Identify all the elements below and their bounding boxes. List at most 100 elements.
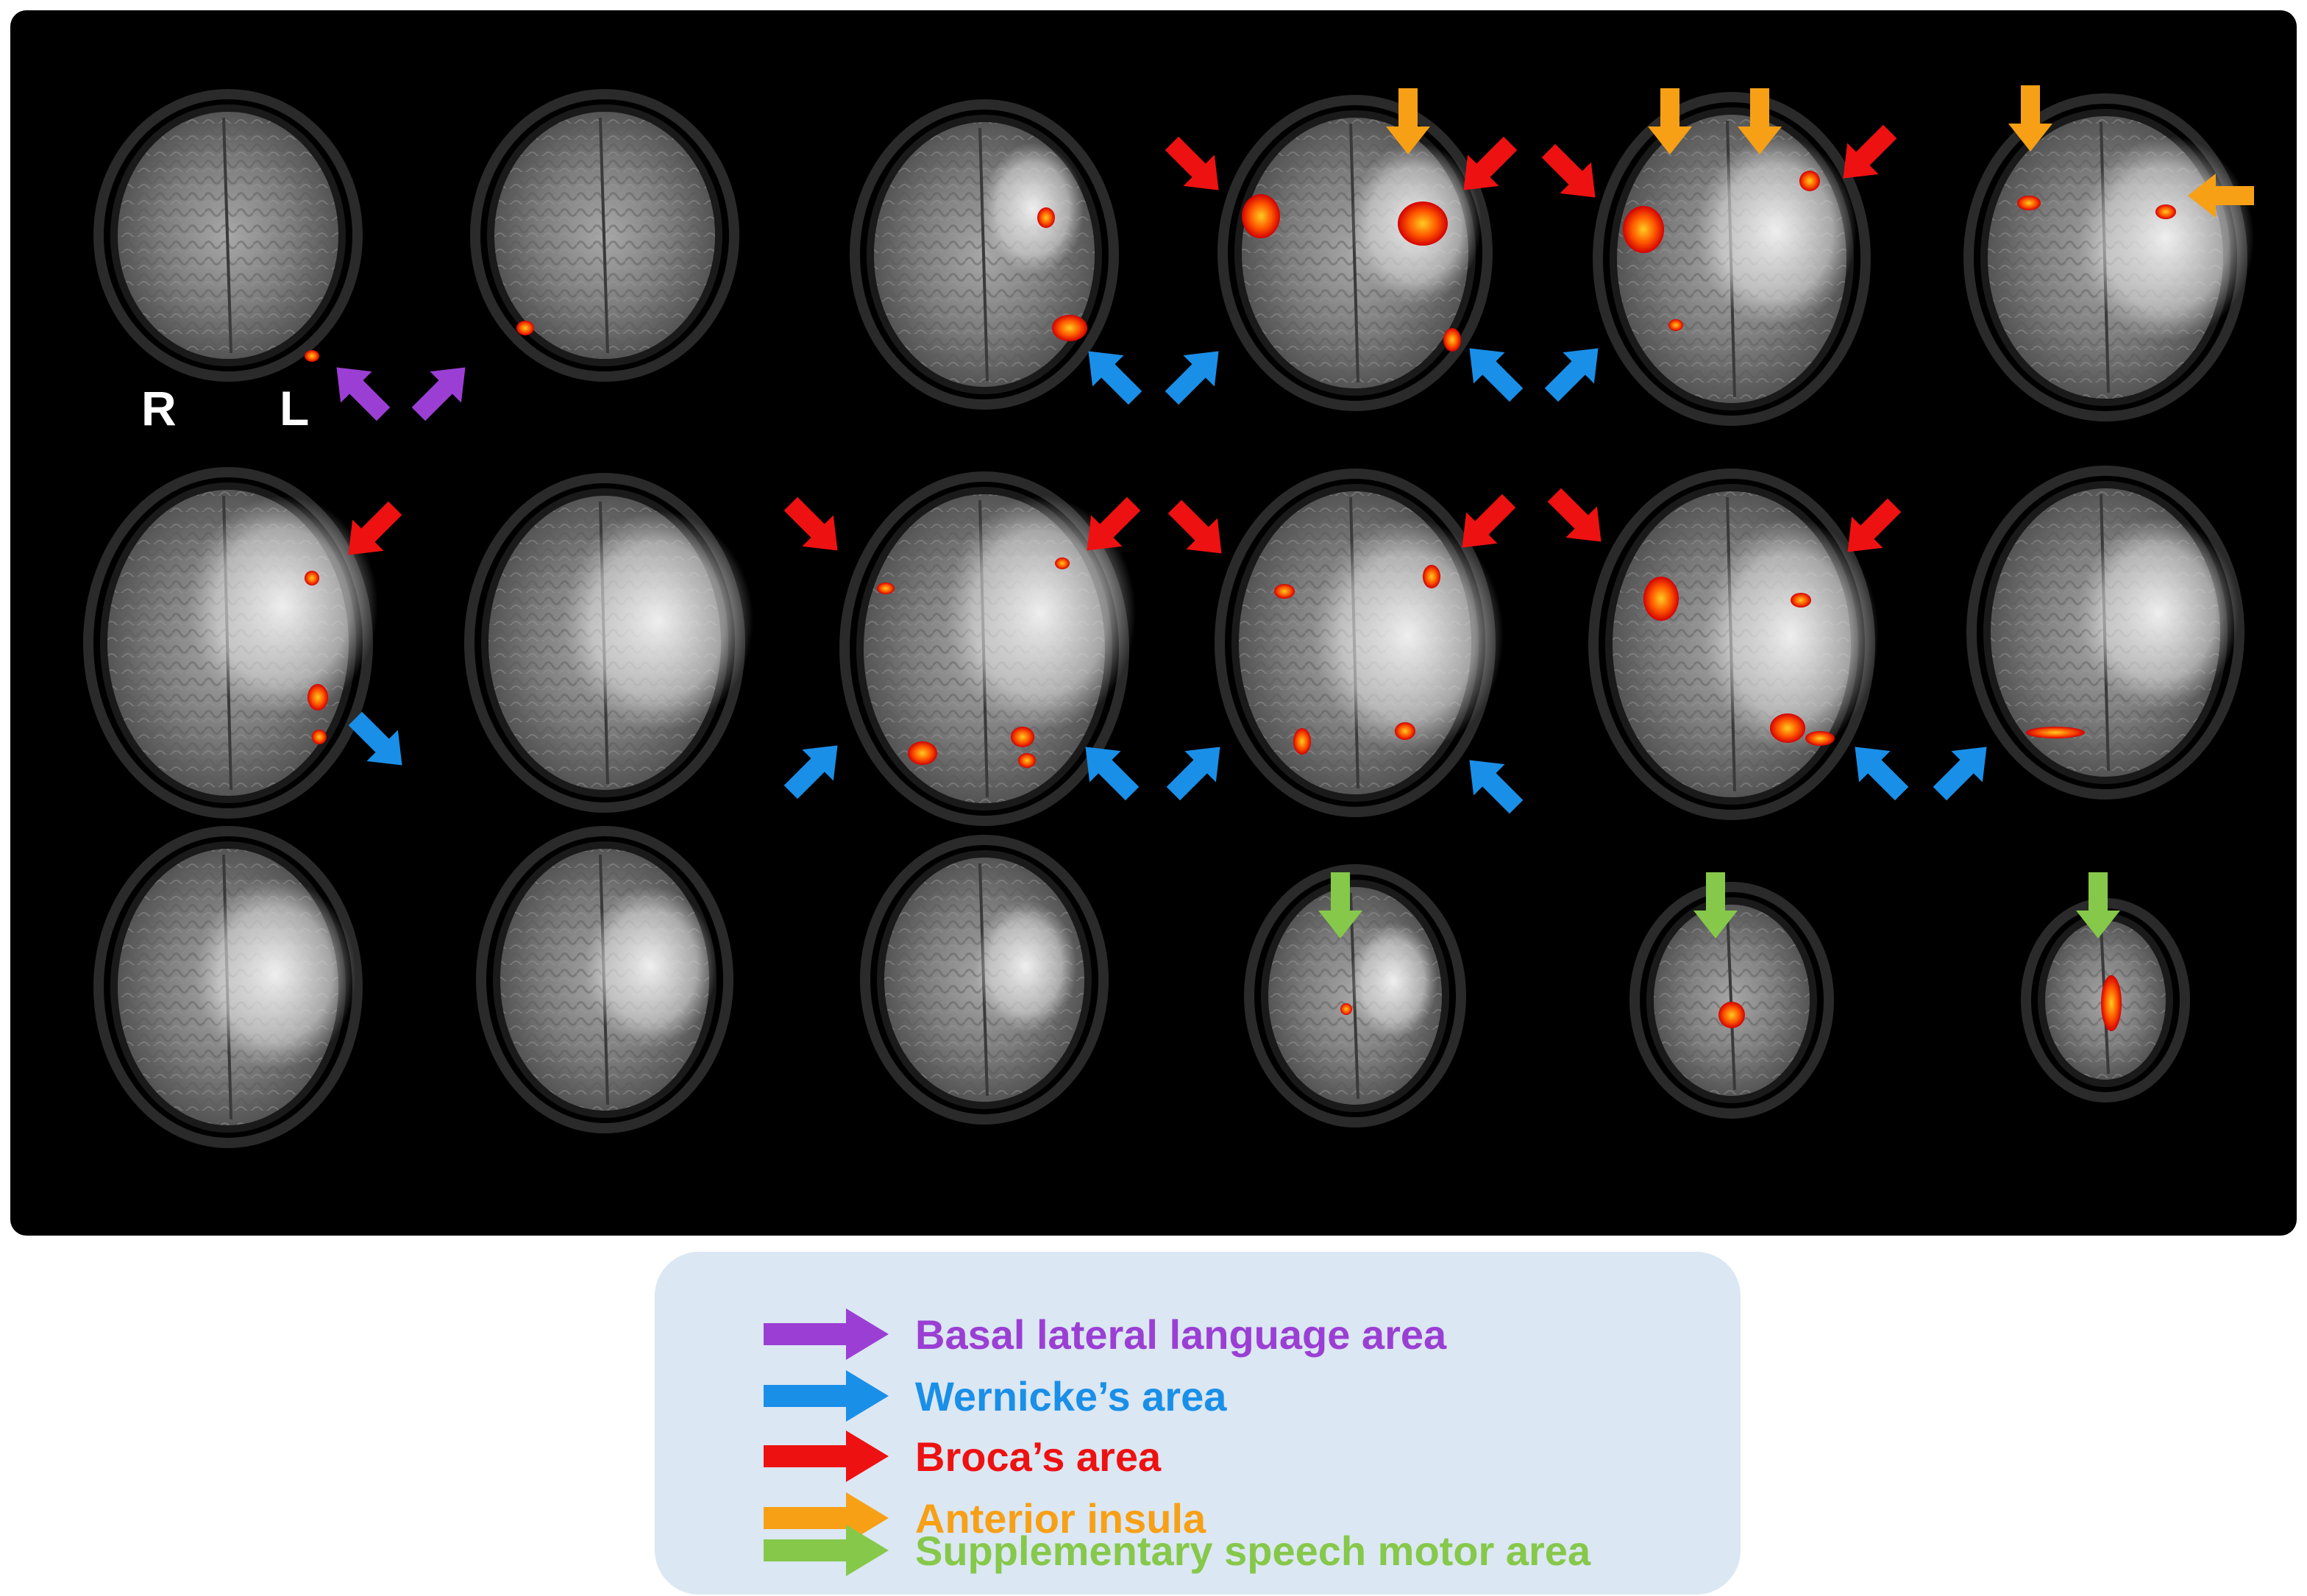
activation-blob (1643, 577, 1679, 621)
legend-item-supplementary-speech-motor-area: Supplementary speech motor area (764, 1521, 1590, 1580)
broca-arrow-icon (1843, 124, 1897, 179)
brain-slice-1 (93, 89, 363, 382)
brain-slice-11 (1588, 469, 1879, 820)
wernicke-arrow-icon (1165, 351, 1219, 405)
brain-slice-4 (1218, 95, 1493, 411)
legend-label-wernickes-area: Wernicke’s area (915, 1372, 1227, 1419)
brain-slice-5 (1593, 92, 1871, 426)
brain-slice-13 (93, 826, 363, 1148)
activation-blob (2026, 727, 2085, 738)
blue-arrow-icon (764, 1370, 889, 1422)
wernicke-arrow-icon (348, 711, 402, 766)
ssma-arrow-icon (2076, 872, 2120, 938)
brain-slice-17 (1629, 882, 1834, 1119)
green-arrow-icon (764, 1525, 889, 1576)
broca-arrow-icon (1547, 488, 1602, 542)
activation-blob (1293, 728, 1311, 755)
activation-blob (2155, 204, 2176, 219)
mri-figure-panel: R L (10, 10, 2297, 1236)
activation-blob (1443, 328, 1461, 352)
activation-blob (1340, 1003, 1352, 1015)
activation-blob (1423, 565, 1440, 588)
legend-item-basal-lateral-language-area: Basal lateral language area (764, 1305, 1446, 1364)
wernicke-arrow-icon (1933, 747, 1987, 801)
legend-item-wernickes-area: Wernicke’s area (764, 1367, 1226, 1425)
activation-blob (305, 571, 319, 585)
broca-arrow-icon (1847, 498, 1902, 552)
activation-blob (1011, 727, 1034, 747)
wernicke-arrow-icon (1544, 348, 1599, 402)
activation-blob (516, 321, 534, 335)
activation-blob (908, 741, 937, 765)
brain-slice-7 (83, 467, 378, 819)
legend-label-supplementary-speech-motor-area: Supplementary speech motor area (915, 1527, 1591, 1574)
red-arrow-icon (764, 1431, 889, 1482)
brain-slice-14 (476, 826, 733, 1133)
legend-item-brocas-area: Broca’s area (764, 1427, 1161, 1486)
activation-blob (2017, 196, 2041, 210)
activation-blob (1242, 194, 1280, 238)
broca-arrow-icon (1541, 143, 1596, 198)
activation-blob (1770, 713, 1805, 743)
activation-blob (1805, 731, 1835, 746)
insula-arrow-icon (2008, 85, 2052, 152)
brain-slice-12 (1966, 466, 2244, 799)
activation-blob (2101, 975, 2122, 1031)
activation-blob (1668, 319, 1683, 331)
ssma-arrow-icon (1318, 872, 1362, 938)
ssma-arrow-icon (1693, 872, 1738, 938)
activation-blob (1395, 722, 1415, 740)
activation-blob (305, 350, 319, 362)
brain-slice-15 (860, 835, 1109, 1125)
activation-blob (1398, 202, 1448, 246)
mri-slices-figure: R L (83, 85, 2254, 1148)
orientation-label-left: L (280, 381, 309, 435)
broca-arrow-icon (1165, 136, 1219, 190)
activation-blob (877, 583, 895, 594)
activation-blob (1791, 593, 1811, 608)
broca-arrow-icon (783, 496, 838, 551)
brain-slice-3 (850, 99, 1119, 410)
basal-arrow-icon (336, 367, 391, 421)
annotation-arrows-layer (336, 85, 2254, 938)
activation-blob (312, 730, 327, 744)
brain-slice-6 (1963, 93, 2254, 421)
wernicke-arrow-icon (1166, 747, 1220, 801)
brain-slices-layer (83, 89, 2254, 1148)
orientation-label-right: R (141, 381, 177, 435)
broca-arrow-icon (1462, 494, 1516, 548)
insula-arrow-icon (1386, 88, 1430, 154)
activation-blob (308, 684, 328, 710)
brain-slice-16 (1244, 864, 1466, 1127)
legend-item-anterior-insula: Anterior insula (764, 1489, 1206, 1547)
activation-blob (1623, 206, 1664, 253)
orange-arrow-icon (764, 1492, 889, 1544)
broca-arrow-icon (348, 501, 402, 555)
brain-slice-8 (464, 473, 753, 813)
wernicke-arrow-icon (1469, 348, 1524, 402)
insula-arrow-icon (1738, 88, 1782, 154)
insula-arrow-icon (2188, 174, 2254, 218)
activation-blob (1799, 171, 1820, 191)
legend-label-anterior-insula: Anterior insula (915, 1495, 1206, 1542)
brain-slice-2 (470, 89, 739, 382)
insula-arrow-icon (1648, 88, 1692, 154)
activation-blob (1718, 1002, 1745, 1028)
activation-blob (1274, 584, 1295, 599)
broca-arrow-icon (1087, 496, 1141, 551)
activation-blob (1037, 207, 1055, 228)
wernicke-arrow-icon (1085, 747, 1140, 801)
purple-arrow-icon (764, 1308, 889, 1360)
broca-arrow-icon (1463, 136, 1518, 190)
activation-blob (1018, 753, 1036, 768)
brain-slice-10 (1215, 469, 1504, 817)
legend-label-basal-lateral-language-area: Basal lateral language area (915, 1311, 1447, 1358)
wernicke-arrow-icon (1088, 351, 1142, 405)
basal-arrow-icon (411, 367, 466, 421)
activation-blob (1055, 557, 1070, 569)
wernicke-arrow-icon (1855, 747, 1909, 801)
wernicke-arrow-icon (783, 745, 838, 799)
legend-box: Basal lateral language area Wernicke’s a… (655, 1252, 1741, 1595)
broca-arrow-icon (1167, 499, 1222, 554)
activation-blob (1052, 315, 1087, 341)
